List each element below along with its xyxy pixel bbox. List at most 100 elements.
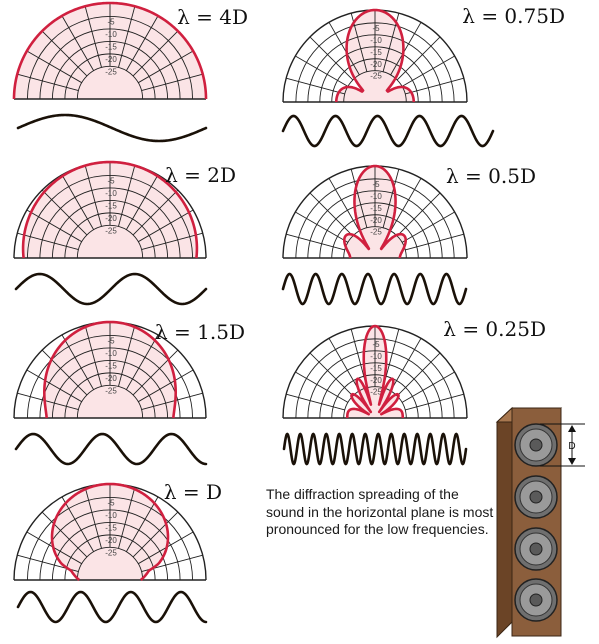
polar-grid: -5-10-15-20-25	[282, 325, 468, 419]
sound-wave	[16, 113, 208, 143]
grid-spoke	[26, 369, 82, 403]
directivity-curve	[334, 8, 416, 103]
panel-7: -5-10-15-20-25λ = D	[13, 480, 222, 624]
grid-spoke	[84, 325, 102, 387]
ring-label: -20	[105, 536, 117, 545]
grid-spoke	[309, 192, 354, 237]
sound-wave	[16, 590, 208, 624]
directivity-curve	[43, 320, 177, 419]
directivity-curve	[21, 160, 199, 259]
panel-5: -5-10-15-20-25λ = 1.5D	[13, 320, 245, 466]
panel-2: -5-10-15-20-25λ = 0.75D	[281, 4, 565, 148]
ring-label: -20	[370, 60, 382, 69]
ring-label: -25	[105, 226, 117, 235]
caption-text: The diffraction spreading of the sound i…	[266, 486, 494, 537]
grid-spoke	[401, 55, 455, 87]
ring-label: -10	[370, 192, 382, 201]
grid-spoke	[61, 496, 95, 552]
panel-3: -5-10-15-20-25λ = 2D	[13, 160, 236, 306]
directivity-curve	[345, 324, 405, 419]
grid-spoke	[295, 371, 349, 403]
grid-spoke	[286, 77, 345, 95]
grid-spoke	[61, 174, 95, 230]
grid-spoke	[17, 392, 79, 410]
panel-1: -5-10-15-20-25λ = 4D	[12, 1, 248, 143]
ring-label: -20	[370, 216, 382, 225]
ring-label: -25	[370, 72, 382, 81]
wavelength-label: λ = 1.5D	[155, 320, 245, 344]
grid-spoke	[125, 174, 159, 230]
grid-spoke	[41, 511, 88, 558]
grid-spoke	[328, 22, 360, 76]
grid-spoke	[405, 233, 464, 251]
grid-spoke	[396, 36, 441, 81]
ring-label: -15	[105, 361, 117, 370]
grid-spoke	[125, 334, 159, 390]
ring-label: -15	[105, 523, 117, 532]
grid-spoke	[141, 73, 203, 91]
grid-spoke	[286, 393, 345, 411]
grid-spoke	[138, 369, 194, 403]
grid-spoke	[141, 232, 203, 250]
grid-spoke	[84, 487, 102, 549]
ring-label: -20	[370, 376, 382, 385]
sound-wave	[14, 432, 208, 466]
grid-spoke	[328, 178, 360, 232]
grid-spoke	[26, 209, 82, 243]
ring-label: -10	[105, 511, 117, 520]
grid-spoke	[396, 352, 441, 397]
ring-label: -5	[107, 498, 115, 507]
speaker-column: D	[495, 406, 585, 639]
grid-spoke	[295, 211, 349, 243]
ring-label: -5	[107, 336, 115, 345]
ring-label: -25	[105, 67, 117, 76]
polar-grid: -5-10-15-20-25	[13, 161, 207, 259]
polar-grid: -5-10-15-20-25	[282, 9, 468, 103]
grid-spoke	[382, 169, 400, 228]
ring-label: -5	[372, 24, 380, 33]
panel-4: -5-10-15-20-25λ = 0.5D	[281, 164, 536, 306]
ring-label: -10	[105, 30, 117, 39]
ring-label: -15	[105, 42, 117, 51]
ring-label: -5	[107, 17, 115, 26]
grid-spoke	[401, 371, 455, 403]
grid-spoke	[295, 55, 349, 87]
ring-label: -15	[105, 201, 117, 210]
ring-label: -25	[105, 386, 117, 395]
polar-grid: -5-10-15-20-25	[282, 165, 468, 259]
grid-spoke	[138, 50, 194, 84]
grid-spoke	[125, 496, 159, 552]
ring-label: -15	[370, 48, 382, 57]
panel-6: -5-10-15-20-25λ = 0.25D	[282, 317, 546, 466]
grid-spoke	[61, 334, 95, 390]
grid-spoke	[138, 209, 194, 243]
grid-spoke	[84, 165, 102, 227]
wavelength-label: λ = 0.5D	[446, 164, 536, 188]
grid-spoke	[61, 15, 95, 71]
grid-spoke	[26, 50, 82, 84]
polar-grid: -5-10-15-20-25	[13, 321, 207, 419]
wavelength-label: λ = 2D	[165, 163, 236, 187]
ring-label: -20	[105, 214, 117, 223]
wavelength-label: λ = 4D	[177, 5, 248, 29]
sound-wave	[281, 272, 468, 306]
ring-label: -10	[105, 349, 117, 358]
grid-spoke	[132, 511, 179, 558]
grid-spoke	[41, 349, 88, 396]
grid-spoke	[17, 73, 79, 91]
grid-spoke	[396, 192, 441, 237]
grid-spoke	[328, 338, 360, 392]
grid-spoke	[118, 325, 136, 387]
grid-spoke	[84, 6, 102, 68]
polar-grid: -5-10-15-20-25	[13, 483, 207, 581]
grid-spoke	[132, 189, 179, 236]
ring-label: -25	[370, 388, 382, 397]
ring-label: -15	[370, 364, 382, 373]
grid-ring	[76, 384, 144, 419]
ring-label: -10	[370, 352, 382, 361]
dimension-label: D	[568, 441, 575, 452]
cabinet-side	[496, 406, 513, 639]
grid-spoke	[118, 165, 136, 227]
sound-wave	[281, 114, 495, 148]
